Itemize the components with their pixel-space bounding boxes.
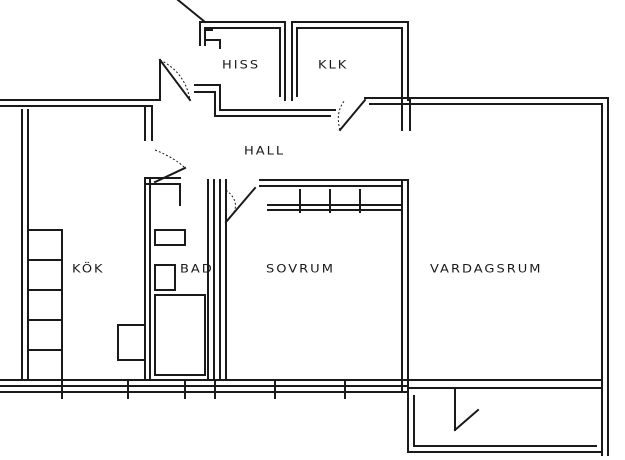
room-label-sovrum: SOVRUM [266, 262, 335, 277]
wall-top-right [364, 97, 609, 105]
wall-sov-right [401, 179, 409, 391]
balcony-box [407, 389, 603, 453]
wall-right [601, 97, 609, 456]
wall-hiss-base [194, 84, 336, 117]
wall-klk-right [401, 99, 411, 131]
room-label-kok: KÖK [72, 262, 105, 277]
kitchen-counter [29, 229, 63, 381]
door-balcony [453, 389, 480, 432]
wall-klk [291, 21, 409, 101]
room-label-vardagsrum: VARDAGSRUM [430, 262, 543, 277]
wall-sov-top [259, 179, 409, 187]
wall-bracket-top [176, 0, 221, 49]
door-sovrum [224, 186, 257, 224]
wall-bath-right [207, 179, 215, 381]
door-entrance [158, 58, 192, 102]
wardrobe-sov [267, 189, 401, 213]
window-bottom-3 [274, 379, 346, 399]
door-arc-entrance [159, 59, 191, 101]
wall-left-inner [21, 109, 29, 381]
door-arc-balcony [454, 409, 479, 431]
wall-hiss [199, 21, 286, 101]
room-label-klk: KLK [318, 58, 349, 73]
wall-hall-left [144, 105, 153, 141]
room-label-bad: BAD [180, 262, 214, 277]
door-arc-kitchen [154, 149, 186, 169]
room-label-hiss: HISS [222, 58, 261, 73]
wall-top-left [0, 99, 161, 107]
wall-bottom [0, 379, 409, 393]
balcony-wall [407, 379, 603, 389]
window-bottom-1 [61, 379, 129, 399]
door-arc-klk [337, 99, 346, 131]
wall-sov-left [219, 179, 227, 381]
window-bottom-2 [184, 379, 216, 399]
bath-fixture [154, 229, 206, 376]
stove [117, 324, 146, 361]
door-klk [338, 98, 367, 132]
door-kitchen [153, 166, 187, 184]
room-label-hall: HALL [244, 144, 286, 159]
